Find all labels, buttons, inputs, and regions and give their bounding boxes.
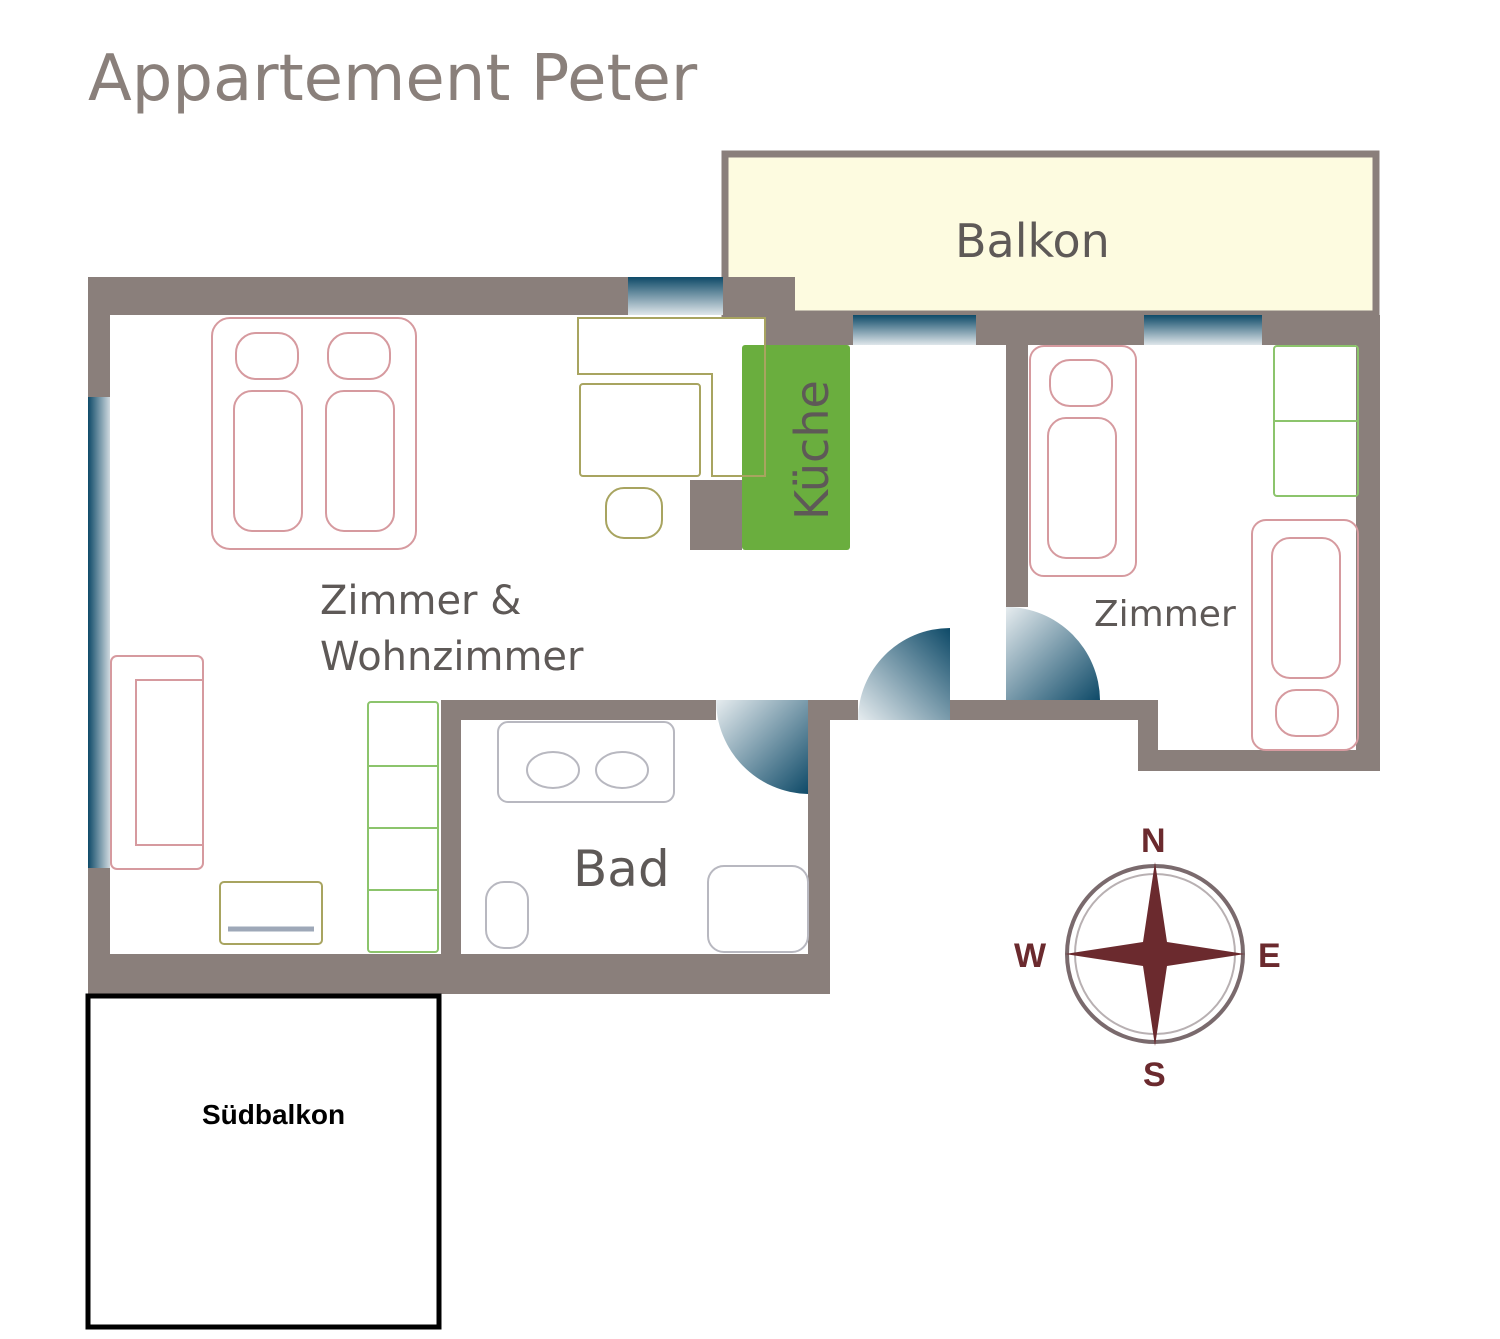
window-top-zimmer [1144,315,1262,345]
compass-rose: N E S W [1014,822,1281,1094]
kueche-label: Küche [785,380,839,520]
bed-pillow-left [235,332,299,380]
bed-mattress-left [233,390,303,532]
shower [707,865,809,953]
wall-bad-top-r [808,700,858,720]
bed-pillow-right [327,332,391,380]
suedbalkon-area: Südbalkon [85,993,442,1330]
wall-top-mid [723,277,795,315]
wall-top-kueche [765,315,853,345]
tv-sideboard [219,881,323,945]
single-bed-left-pillow [1049,359,1113,407]
living-furniture [110,317,766,953]
wall-bottom [88,954,830,994]
sink-left [526,751,580,789]
doors [715,607,1100,794]
windows [88,277,1262,868]
zimmer-wohnzimmer-label-1: Zimmer & [320,578,521,624]
compass-west: W [1014,937,1047,975]
zimmer-furniture [1029,345,1359,751]
bad-label: Bad [573,840,670,898]
suedbalkon-box [85,993,442,1330]
wall-top-right-a [976,315,1144,345]
kueche-area: Küche [742,345,850,550]
single-bed-left [1029,345,1137,577]
kitchen-pillar [690,480,742,550]
bed-mattress-right [325,390,395,532]
wall-zimmer-bottom [1138,750,1380,771]
compass-north: N [1141,822,1166,860]
sink-right [595,751,649,789]
wall-bad-top [441,700,716,720]
wall-bad-left [441,700,461,954]
wall-right [1356,315,1380,771]
balkon-area: Balkon [721,150,1380,318]
balkon-label: Balkon [955,214,1110,268]
stool [605,487,663,539]
zimmer-label: Zimmer [1094,594,1236,635]
wall-corridor-bottom [948,700,1158,720]
suedbalkon-label: Südbalkon [202,1099,345,1130]
wall-left-top [88,277,110,397]
wall-zimmer-left [1006,345,1028,607]
bad-furniture [485,721,809,953]
toilet [485,881,529,949]
single-bed-right-pillow [1275,689,1339,737]
kueche-counter [742,345,850,550]
balkon-fill [721,150,1380,318]
door-zimmer [1006,607,1100,700]
zimmer-wohnzimmer-label-2: Wohnzimmer [320,634,584,680]
window-left [88,397,110,868]
window-top-kueche [853,315,976,345]
double-bed [211,317,417,550]
door-corridor [858,628,950,720]
compass-star [1065,862,1245,1046]
single-bed-left-mattress [1047,417,1117,559]
single-bed-right [1251,519,1359,751]
double-sink [497,721,675,803]
page-title: Appartement Peter [88,42,698,116]
compass-south: S [1143,1056,1166,1094]
compass-east: E [1258,937,1281,975]
sofa-seat [135,679,204,846]
door-bad [715,700,808,794]
single-bed-right-mattress [1271,537,1341,679]
wall-top-left [88,277,628,315]
corner-bench [577,317,766,477]
walls [88,277,1380,994]
wall-bad-right [808,700,830,994]
window-top-left [628,277,723,315]
sofa [110,655,204,870]
dining-table [579,383,701,477]
